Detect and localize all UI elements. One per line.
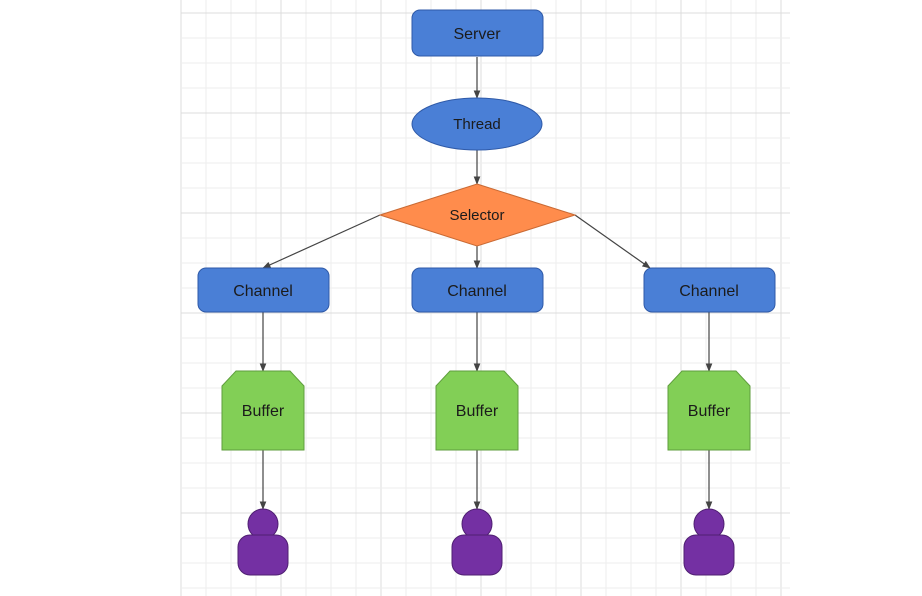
buffer-node-1: Buffer bbox=[221, 370, 305, 451]
selector-label: Selector bbox=[449, 207, 504, 224]
server-node: Server bbox=[411, 9, 544, 57]
person-icon bbox=[237, 508, 289, 576]
buffer-node-2: Buffer bbox=[435, 370, 519, 451]
channel-label-3: Channel bbox=[679, 283, 739, 300]
channel-node-1: Channel bbox=[197, 267, 330, 313]
selector-node: Selector bbox=[378, 183, 577, 247]
buffer-label-1: Buffer bbox=[242, 403, 285, 420]
person-icon bbox=[683, 508, 735, 576]
thread-node: Thread bbox=[411, 97, 543, 151]
connectors bbox=[259, 57, 713, 510]
channel-node-3: Channel bbox=[643, 267, 776, 313]
thread-label: Thread bbox=[453, 116, 501, 133]
channel-label-1: Channel bbox=[233, 283, 293, 300]
edge-selector-channel-1 bbox=[262, 214, 381, 269]
channel-label-2: Channel bbox=[447, 283, 507, 300]
person-icon bbox=[451, 508, 503, 576]
edge-selector-channel-3 bbox=[574, 214, 651, 269]
buffer-node-3: Buffer bbox=[667, 370, 751, 451]
buffer-label-2: Buffer bbox=[456, 403, 499, 420]
channel-node-2: Channel bbox=[411, 267, 544, 313]
server-label: Server bbox=[453, 26, 501, 43]
buffer-label-3: Buffer bbox=[688, 403, 731, 420]
